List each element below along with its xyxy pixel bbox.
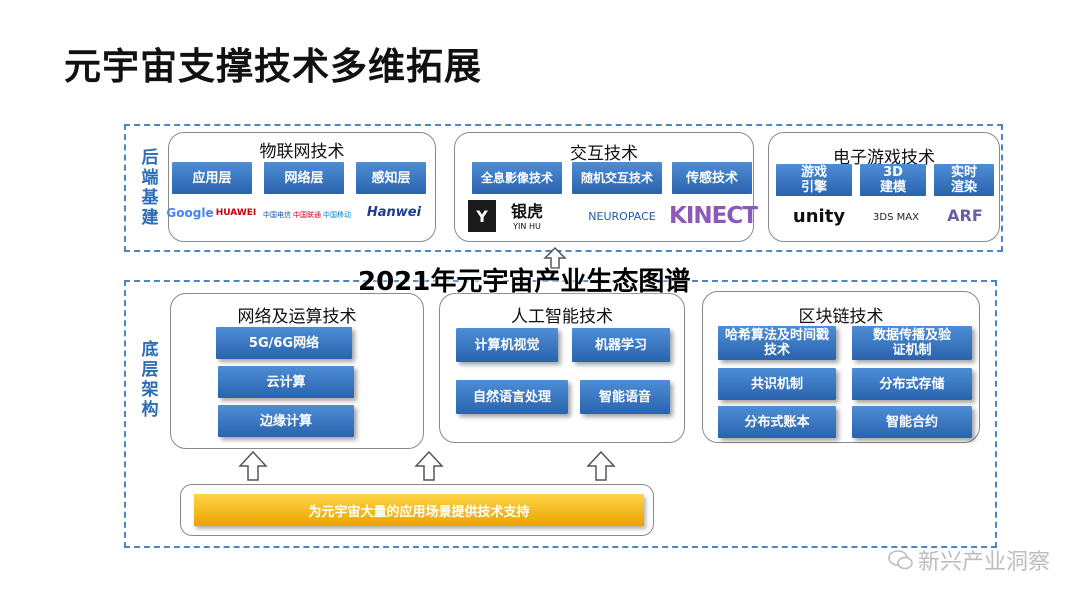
chip-distributed-ledger: 分布式账本	[718, 406, 836, 438]
group-title-ai: 人工智能技术	[511, 307, 613, 327]
chip-holographic: 全息影像技术	[472, 162, 562, 194]
group-title-interaction: 交互技术	[570, 144, 638, 164]
logo-neuropace: NEUROPACE	[588, 209, 656, 223]
group-title-game: 电子游戏技术	[833, 148, 935, 168]
logo-yinhu-cn: 银虎	[510, 202, 543, 221]
group-title-network: 网络及运算技术	[237, 307, 357, 327]
up-arrow-icon	[586, 450, 616, 481]
chip-hash-timestamp: 哈希算法及时间戳技术	[718, 326, 836, 360]
chip-nlp: 自然语言处理	[456, 380, 568, 414]
chip-cloud: 云计算	[218, 366, 354, 398]
backend-region	[124, 124, 1003, 252]
chip-random-interaction: 随机交互技术	[572, 162, 662, 194]
chip-3d-modeling: 3D建模	[860, 164, 926, 196]
chip-smart-contract: 智能合约	[852, 406, 972, 438]
up-arrow-icon	[543, 246, 567, 269]
infra-region	[124, 280, 997, 548]
logo-huawei: HUAWEI	[215, 208, 257, 218]
chip-realtime-render: 实时渲染	[934, 164, 994, 196]
chip-distributed-storage: 分布式存储	[852, 368, 972, 400]
overlay-caption: 2021年元宇宙产业生态图谱	[358, 267, 691, 297]
group-title-blockchain: 区块链技术	[798, 307, 884, 327]
logo-china-unicom: 中国联通	[293, 211, 321, 219]
chip-ml: 机器学习	[572, 328, 670, 362]
logo-kinect: KINECT	[669, 203, 758, 229]
logo-3dsmax: 3DS MAX	[873, 211, 919, 223]
chip-speech: 智能语音	[580, 380, 670, 414]
chip-edge: 边缘计算	[218, 405, 354, 437]
chip-network-layer: 网络层	[264, 162, 344, 194]
chip-app-layer: 应用层	[172, 162, 252, 194]
chip-sensing-tech: 传感技术	[672, 162, 752, 194]
logo-google: Google	[166, 206, 214, 220]
logo-yinhu-en: YIN HU	[513, 221, 541, 231]
logo-yinhu-mark: Y	[468, 200, 496, 232]
logo-unity: unity	[792, 205, 846, 227]
logo-arf: ARF	[947, 205, 983, 225]
backend-label: 后端基建	[141, 148, 159, 228]
chip-game-engine: 游戏引擎	[776, 164, 852, 196]
logo-hanwei: Hanwei	[366, 204, 422, 220]
infra-label: 底层架构	[141, 340, 159, 420]
chip-data-verification: 数据传播及验证机制	[852, 326, 972, 360]
chip-5g6g: 5G/6G网络	[216, 327, 352, 359]
chip-sensing-layer: 感知层	[356, 162, 426, 194]
wechat-icon	[888, 550, 913, 570]
chip-consensus: 共识机制	[718, 368, 836, 400]
logo-china-telecom: 中国电信	[263, 211, 291, 219]
watermark-text: 新兴产业洞察	[917, 550, 1050, 575]
logo-china-mobile: 中国移动	[323, 211, 351, 219]
up-arrow-icon	[414, 450, 444, 481]
group-title-iot: 物联网技术	[259, 142, 345, 162]
page-title: 元宇宙支撑技术多维拓展	[64, 45, 482, 88]
chip-cv: 计算机视觉	[456, 328, 558, 362]
support-bar: 为元宇宙大量的应用场景提供技术支持	[194, 494, 644, 526]
watermark: 新兴产业洞察	[888, 544, 1050, 576]
up-arrow-icon	[238, 450, 268, 481]
group-ai: 人工智能技术	[439, 293, 685, 443]
